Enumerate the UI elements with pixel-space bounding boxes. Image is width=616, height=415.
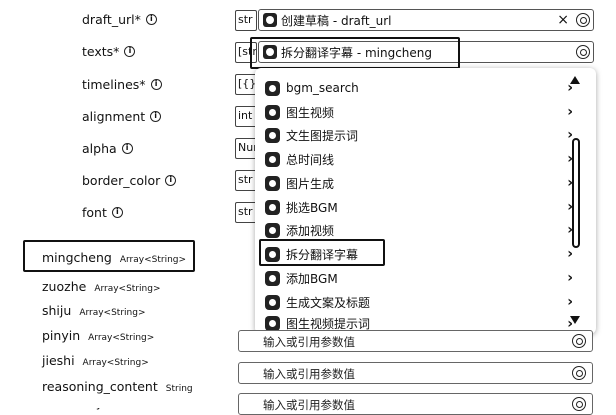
chevron-right-icon: › <box>567 175 573 191</box>
dropdown-item[interactable]: 挑选BGM› <box>265 197 575 217</box>
chevron-right-icon: › <box>567 316 573 332</box>
settings-icon[interactable] <box>572 334 586 348</box>
dropdown-item[interactable]: bgm_search› <box>265 78 575 98</box>
node-icon <box>265 270 280 286</box>
node-icon <box>265 294 280 310</box>
chevron-right-icon: › <box>567 294 573 310</box>
scrollbar-thumb[interactable] <box>572 138 580 248</box>
node-icon <box>265 80 280 96</box>
type-select[interactable]: str <box>235 202 257 223</box>
triangle-down-icon[interactable] <box>570 316 580 324</box>
type-select[interactable]: str <box>235 10 257 31</box>
dropdown-item[interactable]: 图片生成› <box>265 173 575 193</box>
reference-value: 创建草稿 - draft_url <box>281 13 392 28</box>
chevron-right-icon: › <box>567 127 573 143</box>
dropdown-item[interactable]: 添加BGM› <box>265 268 575 288</box>
info-icon[interactable]: i <box>111 207 123 218</box>
dropdown-item[interactable]: 生成文案及标题› <box>265 292 575 312</box>
dropdown-item[interactable]: 文生图提示词› <box>265 125 575 145</box>
chevron-right-icon: › <box>567 104 573 120</box>
reference-value: 拆分翻译字幕 - mingcheng <box>281 45 433 60</box>
node-icon <box>265 104 280 120</box>
info-icon[interactable]: i <box>145 14 157 25</box>
dropdown-item[interactable]: 总时间线› <box>265 149 575 169</box>
type-select[interactable]: Num <box>235 138 257 159</box>
node-icon <box>263 45 277 59</box>
settings-icon[interactable] <box>572 397 586 411</box>
node-icon <box>265 222 280 238</box>
node-icon <box>263 13 277 27</box>
dropdown-item[interactable]: 图生视频提示词› <box>265 314 575 332</box>
output-panel <box>22 240 236 408</box>
settings-icon[interactable] <box>572 366 586 380</box>
highlight-box <box>250 37 460 69</box>
param-value-input[interactable]: 输入或引用参数值 <box>238 393 593 415</box>
param-label-draft-url: draft_url*i <box>82 12 157 27</box>
chevron-right-icon: › <box>567 222 573 238</box>
node-icon <box>265 127 280 143</box>
node-icon <box>265 175 280 191</box>
info-icon[interactable]: i <box>150 79 162 90</box>
chevron-right-icon: › <box>567 270 573 286</box>
param-label-timelines: timelines*i <box>82 77 162 92</box>
type-select[interactable]: int <box>235 106 257 127</box>
node-icon <box>265 315 280 331</box>
dropdown-item-selected[interactable]: 拆分翻译字幕› <box>265 244 575 264</box>
param-value-input[interactable]: 输入或引用参数值 <box>238 362 593 384</box>
settings-icon[interactable] <box>576 45 590 59</box>
texts-reference-field[interactable]: 拆分翻译字幕 - mingcheng <box>258 41 594 63</box>
type-select[interactable]: str <box>235 170 257 191</box>
info-icon[interactable]: i <box>121 143 133 154</box>
node-icon <box>265 151 280 167</box>
dropdown-item[interactable]: 添加视频› <box>265 220 575 240</box>
info-icon[interactable]: i <box>124 46 136 57</box>
info-icon[interactable]: i <box>165 175 177 186</box>
dropdown-item[interactable]: 图生视频› <box>265 102 575 122</box>
chevron-right-icon: › <box>567 80 573 96</box>
param-value-input[interactable]: 输入或引用参数值 <box>238 330 593 352</box>
node-icon <box>265 246 280 262</box>
highlight-box <box>259 239 385 266</box>
node-icon <box>265 199 280 215</box>
highlight-box <box>23 240 195 272</box>
draft-url-reference-field[interactable]: 创建草稿 - draft_url × <box>258 9 594 31</box>
chevron-right-icon: › <box>567 246 573 262</box>
settings-icon[interactable] <box>576 13 590 27</box>
type-select[interactable]: [{}] <box>235 74 257 95</box>
chevron-right-icon: › <box>567 199 573 215</box>
chevron-right-icon: › <box>567 151 573 167</box>
close-icon[interactable]: × <box>557 12 569 28</box>
triangle-up-icon[interactable] <box>570 76 580 84</box>
info-icon[interactable]: i <box>150 111 162 122</box>
param-label-texts: texts*i <box>82 44 136 59</box>
variable-dropdown[interactable]: bgm_search› 图生视频› 文生图提示词› 总时间线› 图片生成› 挑选… <box>255 68 596 334</box>
